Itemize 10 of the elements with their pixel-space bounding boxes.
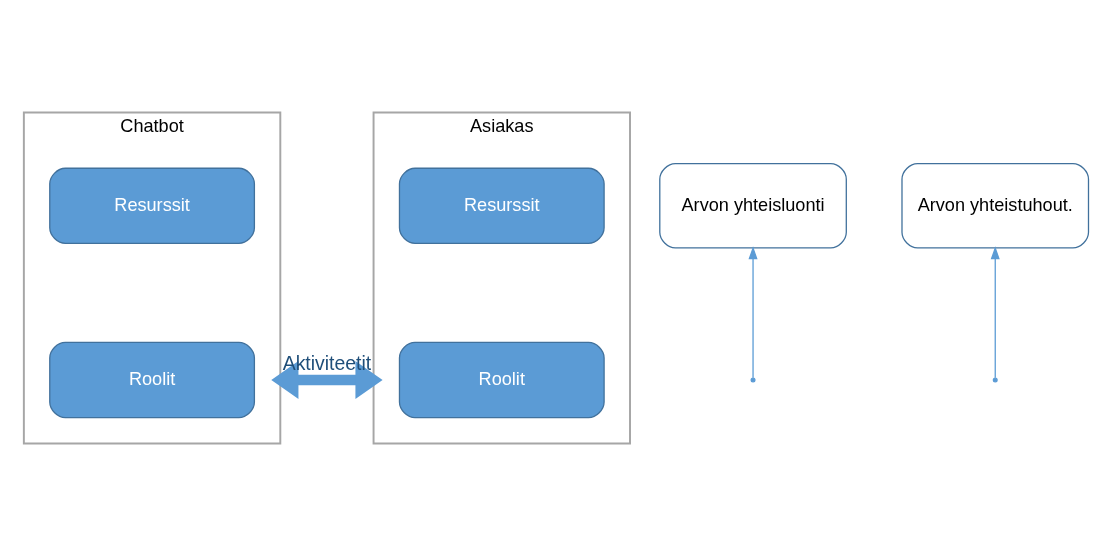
node-box: Resurssit <box>398 167 605 244</box>
node-box: Roolit <box>49 341 256 419</box>
edge-label: Aktiviteetit <box>282 351 372 374</box>
node-box: Arvon yhteisluonti <box>659 163 847 249</box>
node-box: Roolit <box>398 341 605 419</box>
node-box: Arvon yhteistuhout. <box>901 163 1090 249</box>
arrow <box>990 246 1000 379</box>
arrow <box>748 246 758 379</box>
node-box: Resurssit <box>49 167 256 244</box>
arrow <box>271 361 383 399</box>
